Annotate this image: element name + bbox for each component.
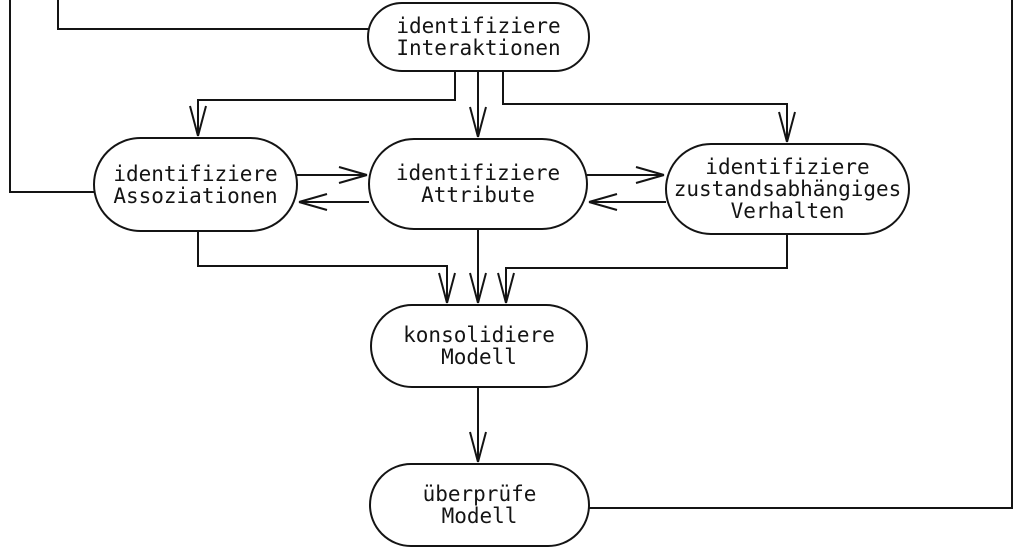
node-identifiziere-attribute: identifiziere Attribute — [368, 138, 588, 230]
arrowhead-icon — [497, 272, 515, 304]
node-label-identifiziere-zustandsabhaengiges-verhalten: identifiziere zustandsabhängiges Verhalt… — [673, 155, 902, 223]
arrowhead-icon — [298, 193, 328, 211]
node-ueberpruefe-modell: überprüfe Modell — [369, 463, 590, 547]
node-identifiziere-assoziationen: identifiziere Assoziationen — [93, 137, 298, 232]
node-konsolidiere-modell: konsolidiere Modell — [370, 304, 588, 388]
edge-assoziationen-to-konsolidiere — [197, 231, 448, 303]
arrowhead-icon — [338, 166, 368, 184]
arrowhead-icon — [778, 111, 796, 143]
node-identifiziere-zustandsabhaengiges-verhalten: identifiziere zustandsabhängiges Verhalt… — [665, 143, 910, 235]
node-label-identifiziere-interaktionen: identifiziere Interaktionen — [396, 14, 561, 60]
arrowhead-icon — [438, 272, 456, 304]
edge-feedback-left-inner-to-interaktionen — [57, 0, 369, 30]
arrowhead-icon — [588, 193, 618, 211]
arrowhead-icon — [635, 166, 665, 184]
node-label-identifiziere-attribute: identifiziere Attribute — [395, 161, 561, 207]
edge-verhalten-to-konsolidiere — [505, 234, 788, 303]
arrowhead-icon — [469, 431, 487, 463]
arrowhead-icon — [469, 106, 487, 138]
arrowhead-icon — [189, 105, 207, 137]
edge-interaktionen-to-assoziationen — [197, 71, 456, 136]
edge-interaktionen-to-verhalten — [502, 71, 788, 142]
node-label-konsolidiere-modell: konsolidiere Modell — [403, 323, 555, 369]
edge-ueberpruefe-feedback-right-to-top — [588, 0, 1013, 509]
node-label-ueberpruefe-modell: überprüfe Modell — [422, 482, 537, 528]
arrowhead-icon — [469, 272, 487, 304]
node-label-identifiziere-assoziationen: identifiziere Assoziationen — [113, 161, 278, 208]
node-identifiziere-interaktionen: identifiziere Interaktionen — [367, 2, 590, 72]
edge-feedback-left-outer-to-assoziationen — [9, 0, 95, 193]
